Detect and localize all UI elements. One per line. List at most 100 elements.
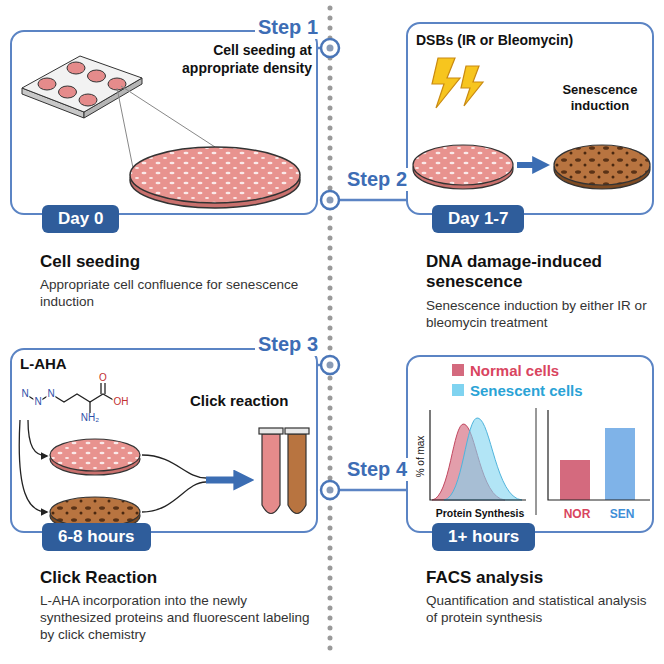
well-plate	[67, 62, 85, 74]
step-heading: DNA damage-induced senescence	[426, 252, 658, 293]
bar-label: SEN	[602, 507, 642, 521]
senescent-dish	[554, 145, 650, 185]
labeling-arrows	[19, 420, 47, 512]
well-plate	[22, 56, 142, 112]
bar-chart	[548, 410, 650, 500]
well-plate	[38, 78, 56, 90]
normal-dish	[413, 145, 513, 185]
well-plate	[79, 94, 97, 106]
aha-molecule	[25, 381, 117, 414]
labeling-arrows	[28, 420, 47, 456]
histogram	[444, 418, 522, 500]
bar-chart	[548, 410, 650, 500]
legend-row: Senescent cells	[452, 380, 583, 400]
step-label: Step 1	[255, 16, 321, 39]
divider	[536, 408, 537, 515]
step-heading: Cell seeding	[40, 252, 315, 272]
dna-damage-bolts	[432, 58, 460, 108]
time-badge: Day 1-7	[432, 205, 524, 233]
well-plate	[59, 86, 77, 98]
senescent-dish	[554, 145, 650, 189]
timeline	[317, 8, 407, 656]
step-panel: L-AHAClick reaction6-8 hours	[10, 348, 318, 533]
timeline	[338, 489, 407, 492]
timeline	[338, 199, 407, 202]
legend-swatch	[452, 384, 464, 396]
panel-caption: Senescence induction	[550, 82, 650, 113]
normal-dish	[50, 439, 140, 475]
normal-dish	[413, 145, 513, 189]
step-description: L-AHA incorporation into the newly synth…	[40, 593, 318, 644]
labeling-arrows	[19, 420, 47, 512]
panel-caption: Click reaction	[190, 392, 312, 409]
timeline	[328, 8, 333, 656]
induction-arrow	[517, 165, 543, 166]
legend: Normal cellsSenescent cells	[452, 360, 583, 400]
time-badge: 6-8 hours	[42, 523, 151, 551]
histogram	[430, 410, 526, 500]
badge-text: 1+ hours	[448, 527, 519, 546]
badge-text: Day 1-7	[448, 209, 508, 228]
time-badge: 1+ hours	[432, 523, 535, 551]
atom-label: NH₂	[80, 413, 100, 423]
step-description: Quantification and statistical analysis …	[426, 593, 654, 627]
step-heading: FACS analysis	[426, 568, 658, 588]
step-heading: Click Reaction	[40, 568, 315, 588]
axis-label: % of max	[415, 432, 426, 482]
atom-label: N	[46, 389, 55, 399]
badge-text: 6-8 hours	[58, 527, 135, 546]
normal-dish	[50, 439, 140, 471]
atom-label: N	[33, 397, 42, 407]
timeline	[327, 487, 334, 494]
step-label: Step 2	[344, 168, 410, 191]
culture-dish	[130, 147, 300, 208]
timeline	[321, 481, 339, 499]
time-badge: Day 0	[42, 205, 119, 233]
atom-label: OH	[113, 397, 130, 407]
step-label: Step 3	[255, 333, 321, 356]
induction-arrow	[517, 162, 543, 168]
lysate-arrows	[206, 477, 246, 484]
timeline	[327, 197, 334, 204]
sample-tubes	[259, 428, 309, 514]
bar-chart	[605, 428, 635, 500]
lysate-arrows	[142, 482, 206, 512]
step-label: Step 4	[344, 458, 410, 481]
divider	[536, 408, 537, 515]
step-panel: Cell seeding at appropriate densityDay 0	[10, 30, 318, 215]
sample-tubes	[285, 428, 309, 434]
step-description: Senescence induction by either IR or ble…	[426, 298, 654, 332]
timeline	[327, 362, 334, 369]
timeline	[327, 45, 334, 52]
histogram	[430, 410, 526, 500]
lysate-arrows	[142, 455, 206, 478]
legend-row: Normal cells	[452, 360, 583, 380]
sample-tubes	[288, 434, 306, 514]
panel-caption: Cell seeding at appropriate density	[140, 42, 312, 77]
panel-caption: DSBs (IR or Bleomycin)	[416, 32, 648, 50]
sample-tubes	[262, 434, 280, 514]
badge-text: Day 0	[58, 209, 103, 228]
step-panel: DSBs (IR or Bleomycin) Senescence inducti…	[406, 22, 654, 215]
legend-text: Normal cells	[470, 362, 559, 379]
molecule-name: L-AHA	[20, 355, 100, 372]
step-description: Appropriate cell confluence for senescen…	[40, 277, 315, 311]
bar-chart	[560, 460, 590, 500]
culture-dish	[130, 147, 300, 203]
timeline	[321, 191, 339, 209]
sample-tubes	[259, 428, 283, 434]
lysate-arrows	[142, 455, 246, 512]
timeline	[321, 39, 339, 57]
well-plate	[121, 86, 215, 147]
well-plate	[117, 88, 133, 168]
dna-damage-bolts	[432, 58, 483, 108]
axis-label: Protein Synthesis	[428, 507, 532, 519]
legend-text: Senescent cells	[470, 382, 583, 399]
atom-label: N	[20, 389, 29, 399]
well-plate	[88, 70, 106, 82]
atom-label: O	[98, 373, 108, 383]
dna-damage-bolts	[461, 66, 483, 106]
legend-swatch	[452, 364, 464, 376]
